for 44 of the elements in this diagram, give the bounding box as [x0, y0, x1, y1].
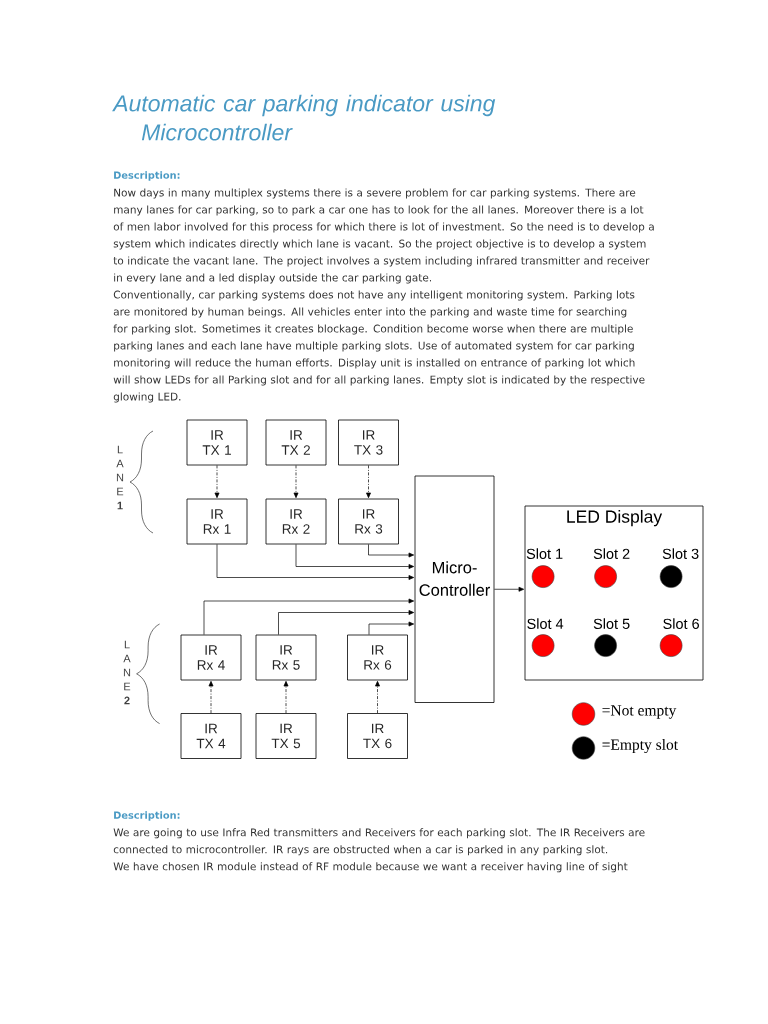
arrow — [203, 598, 415, 635]
paragraph: Now days in many multiplex systems there is a severe problem for car parking systems. There are many lanes for car parking, so to park a car one has to look for the all lanes. Moreover there is a lot of men labor involved for this process for which there is lot of investment. So the need is to develop a system which indicates directly which lane is vacant. So the project objective is to develop a system to indicate the vacant lane. The project involves a system including infrared transmitter and receiver in every lane and a led display outside the car parking gate. — [113, 188, 654, 284]
dashed-arrow — [208, 680, 214, 714]
paragraph: Conventionally, car parking systems does not have any intelligent monitoring system. Parking lots are monitored by human beings. All vehicles enter into the parking and waste time for searching for parking slot. Sometimes it creates blockage. Condition become worse when there are multiple parking lanes and each lane have multiple parking slots. Use of automated system for car parking monitoring will reduce the human efforts. Display unit is installed on entrance of parking lot which will show LEDs for all Parking slot and for all parking lanes. Empty slot is indicated by the respective glowing LED. — [113, 290, 645, 403]
slot-label: Slot 5 — [593, 618, 630, 629]
legend-label: =Empty slot — [602, 738, 678, 754]
dashed-arrow — [214, 465, 220, 499]
microcontroller-box: Micro-Controller — [414, 475, 495, 703]
receiver-box: IR Rx 2 — [265, 498, 327, 545]
transmitter-box: IR TX 1 — [186, 419, 248, 466]
title: Automatic car parking indicator using Microcontroller — [112, 94, 496, 141]
dashed-arrow — [283, 680, 289, 714]
dashed-arrow — [375, 680, 380, 714]
slot-label: Slot 6 — [663, 618, 699, 629]
section-heading: Description: — [114, 811, 180, 821]
section-heading: Description: — [114, 171, 180, 181]
arrow — [216, 544, 415, 580]
slot-label: Slot 4 — [527, 618, 564, 629]
transmitter-box: IR TX 4 — [180, 713, 242, 759]
arrow — [295, 544, 415, 569]
transmitter-box: IR TX 3 — [338, 419, 399, 466]
transmitter-box: IR TX 2 — [265, 419, 327, 466]
paragraph: We are going to use Infra Red transmitters and Receivers for each parking slot. The IR Receivers are connected to microcontroller. IR rays are obstructed when a car is parked in any parking slot. — [113, 828, 645, 856]
arrow — [494, 586, 525, 592]
receiver-box: IR Rx 4 — [180, 634, 242, 681]
receiver-box: IR Rx 1 — [186, 498, 248, 545]
transmitter-box: IR TX 5 — [255, 713, 317, 759]
slot-label: Slot 2 — [593, 548, 630, 559]
transmitter-box: IR TX 6 — [347, 713, 408, 759]
receiver-box: IR Rx 5 — [255, 634, 317, 681]
arrow — [368, 621, 415, 635]
arrow — [368, 544, 415, 558]
legend-label: =Not empty — [602, 705, 677, 719]
receiver-box: IR Rx 6 — [347, 634, 408, 681]
slot-label: Slot 3 — [662, 548, 699, 559]
lane-label: L A N E 2 — [123, 640, 131, 705]
arrow — [278, 610, 415, 635]
receiver-box: IR Rx 3 — [338, 498, 399, 545]
panel-title: LED Display — [567, 509, 663, 527]
dashed-arrow — [293, 465, 299, 499]
dashed-arrow — [366, 465, 371, 499]
slot-label: Slot 1 — [526, 548, 563, 559]
lane-label: L A N E 1 — [116, 445, 124, 510]
paragraph: We have chosen IR module instead of RF module because we want a receiver having line of sight — [113, 862, 628, 873]
